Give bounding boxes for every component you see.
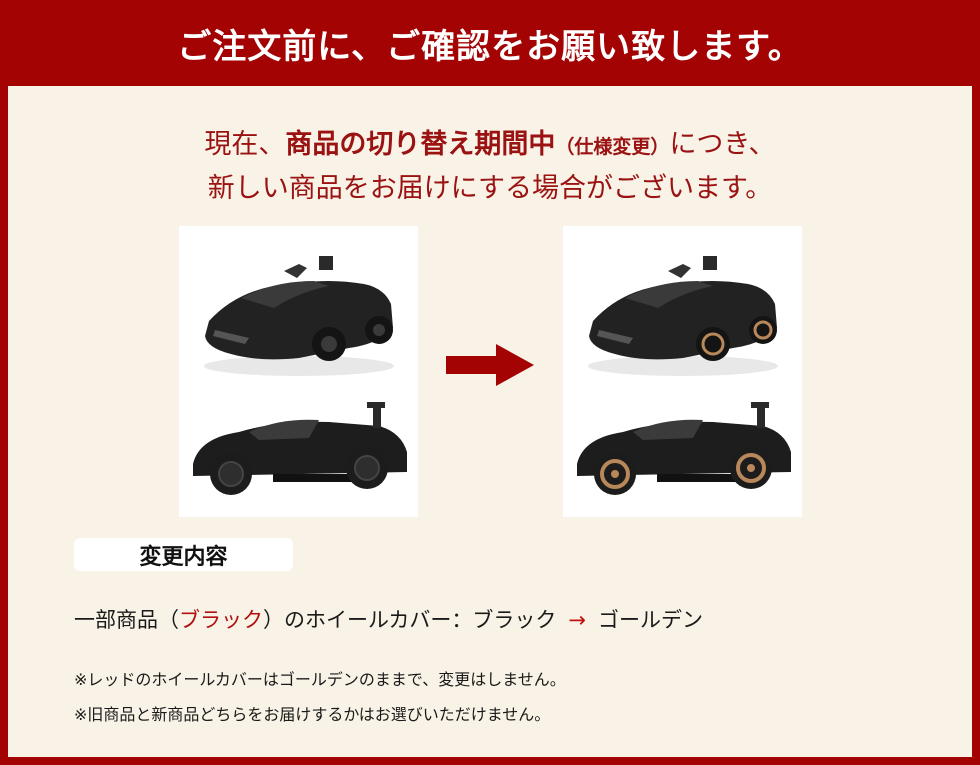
change-details-label: 変更内容 [74, 538, 293, 571]
notice-line-1: 現在、商品の切り替え期間中（仕様変更）につき、 [8, 122, 972, 161]
black-ride-on-car-gold-wheels-image [577, 256, 791, 495]
car-side-view [193, 402, 407, 495]
change-description: 一部商品（ブラック）のホイールカバー：ブラック → ゴールデン [74, 604, 703, 634]
before-product-photo [179, 226, 418, 517]
content-panel: 現在、商品の切り替え期間中（仕様変更）につき、 新しい商品をお届けにする場合がご… [8, 86, 972, 757]
color-name: ブラック [179, 608, 263, 632]
notice-line-2: 新しい商品をお届けにする場合がございます。 [207, 173, 773, 204]
after-product-photo [563, 226, 802, 517]
car-side-view [577, 402, 791, 495]
right-arrow-icon [446, 344, 534, 386]
notice-prefix: 現在、 [204, 129, 286, 160]
black-ride-on-car-black-wheels-image [193, 256, 407, 495]
note-2: ※旧商品と新商品どちらをお届けするかはお選びいただけません。 [74, 705, 551, 724]
notice-bold-text: 商品の切り替え期間中 [285, 129, 556, 160]
paren-open: （ [158, 608, 179, 632]
change-middle: のホイールカバー：ブラック [284, 608, 557, 632]
note-1: ※レッドのホイールカバーはゴールデンのままで、変更はしません。 [74, 670, 566, 689]
notice-small-text: （仕様変更） [555, 136, 670, 158]
paren-close: ） [263, 608, 284, 632]
header-banner: ご注文前に、ご確認をお願い致します。 [0, 0, 980, 86]
notice-suffix: につき、 [669, 129, 776, 160]
car-front-view [588, 256, 778, 376]
car-front-view [204, 256, 394, 376]
change-prefix: 一部商品 [74, 608, 158, 632]
change-result: ゴールデン [597, 608, 703, 632]
change-arrow: → [568, 608, 586, 632]
header-title: ご注文前に、ご確認をお願い致します。 [177, 26, 803, 67]
